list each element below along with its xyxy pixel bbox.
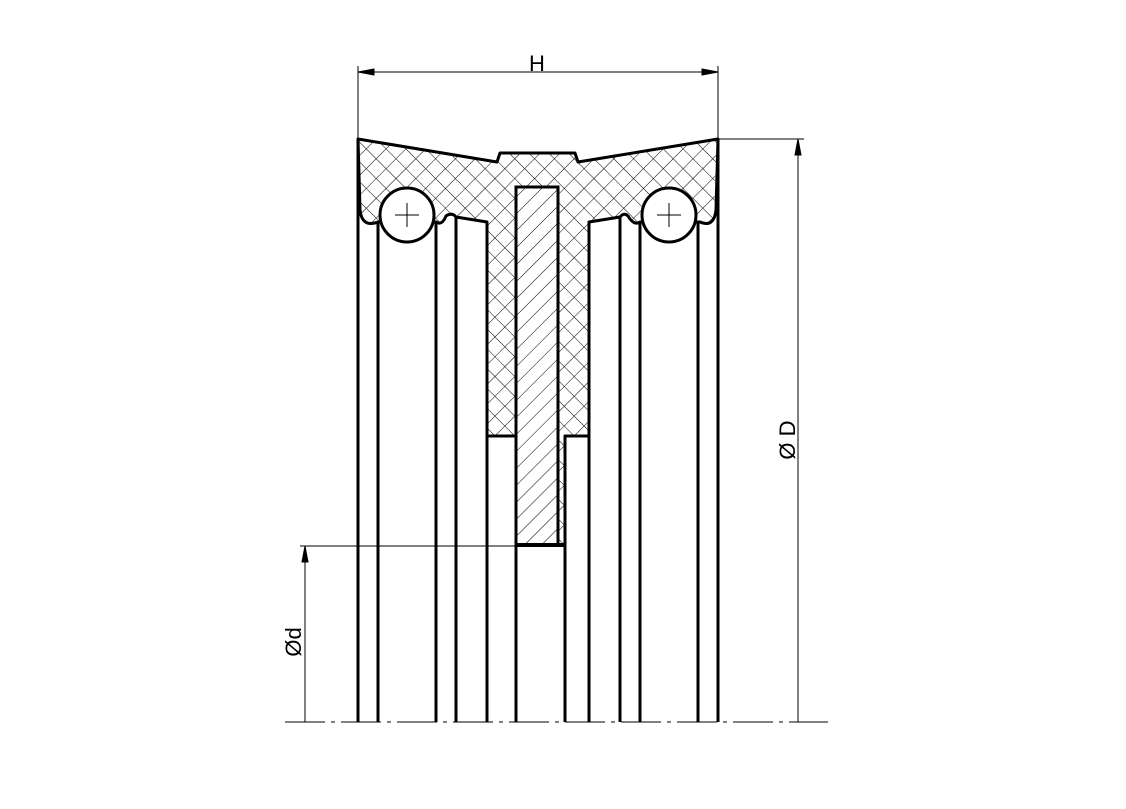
dimension-outer-diameter	[718, 138, 804, 722]
spring-left	[378, 186, 436, 244]
dimension-h-label: H	[529, 51, 545, 76]
dimension-inner-diameter-label: Ød	[281, 627, 306, 656]
dimension-inner-diameter	[300, 545, 516, 722]
vertical-profile-lines	[356, 139, 720, 722]
spring-right	[640, 186, 698, 244]
dimension-h	[357, 66, 719, 139]
dimension-outer-diameter-label: Ø D	[775, 420, 800, 459]
